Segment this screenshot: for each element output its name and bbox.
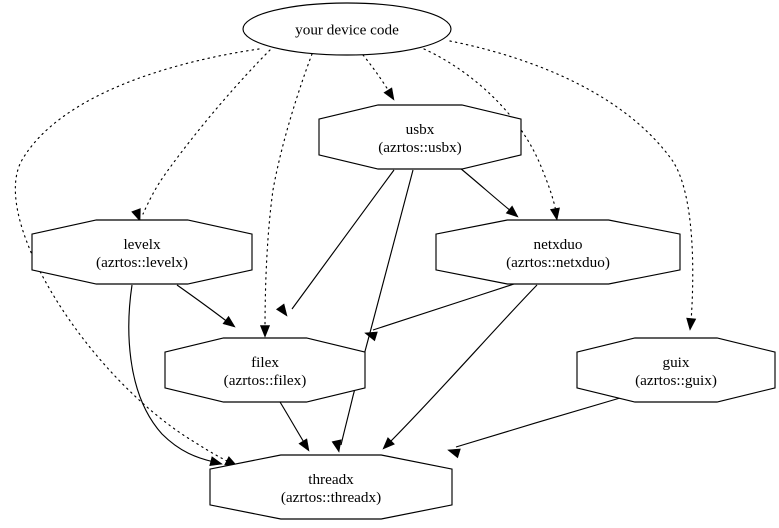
edge-levelx-threadx	[128, 284, 223, 467]
edge-levelx-filex	[176, 284, 236, 328]
arrow-head	[222, 315, 236, 328]
arrow-head	[259, 325, 271, 338]
node-label-line1: your device code	[295, 22, 399, 39]
node-filex[interactable]: filex(azrtos::filex)	[164, 337, 366, 403]
edge-netxduo-filex	[364, 283, 515, 342]
edge-filex-threadx	[279, 401, 310, 452]
node-label-line2: (azrtos::usbx)	[378, 139, 462, 156]
node-shape-octagon	[435, 219, 681, 285]
edge-path	[423, 48, 557, 213]
node-label-line1: threadx	[308, 471, 354, 488]
edge-guix-threadx	[447, 397, 621, 459]
node-shape-octagon	[31, 219, 253, 285]
node-label-line1: guix	[662, 354, 689, 371]
node-shape-octagon	[164, 337, 366, 403]
node-label-netxduo: netxduo(azrtos::netxduo)	[506, 236, 610, 271]
edge-path	[264, 53, 313, 330]
arrow-head	[382, 437, 395, 450]
edge-path	[142, 49, 271, 215]
node-label-line2: (azrtos::threadx)	[281, 489, 381, 506]
node-shape-octagon	[318, 104, 522, 170]
node-label-line1: netxduo	[534, 236, 583, 253]
edge-path	[372, 283, 515, 331]
node-label-line2: (azrtos::levelx)	[96, 254, 188, 271]
node-label-line2: (azrtos::guix)	[635, 372, 717, 389]
edge-path	[279, 401, 306, 445]
edge-path	[388, 284, 538, 444]
edge-path	[449, 40, 694, 323]
node-label-line2: (azrtos::filex)	[224, 372, 307, 389]
edge-path	[455, 397, 621, 448]
node-label-guix: guix(azrtos::guix)	[635, 354, 717, 389]
edge-device-netxduo	[423, 48, 560, 221]
edge-device-guix	[449, 40, 697, 331]
node-label-threadx: threadx(azrtos::threadx)	[281, 471, 381, 506]
node-label-line1: usbx	[406, 121, 435, 138]
edge-netxduo-threadx	[382, 284, 538, 450]
edge-path	[14, 48, 260, 464]
node-netxduo[interactable]: netxduo(azrtos::netxduo)	[435, 219, 681, 285]
node-label-line1: levelx	[123, 236, 161, 253]
nodes-layer: your device codeusbx(azrtos::usbx)levelx…	[31, 2, 776, 520]
node-guix[interactable]: guix(azrtos::guix)	[576, 337, 776, 403]
arrow-head	[447, 448, 461, 459]
node-shape-octagon	[209, 454, 453, 520]
node-label-line2: (azrtos::netxduo)	[506, 254, 610, 271]
node-label-device: your device code	[295, 22, 399, 39]
edge-path	[459, 167, 513, 213]
node-label-usbx: usbx(azrtos::usbx)	[378, 121, 462, 156]
arrow-head	[686, 317, 697, 331]
edge-device-filex	[259, 53, 313, 338]
edge-device-levelx	[131, 49, 271, 222]
edge-usbx-filex	[275, 169, 395, 317]
arrow-head	[505, 205, 519, 218]
node-shape-ellipse	[242, 2, 452, 56]
edges-layer	[14, 40, 697, 467]
arrow-head	[131, 208, 141, 222]
edge-device-usbx	[362, 54, 395, 101]
edge-path	[128, 284, 215, 463]
edge-path	[176, 284, 230, 324]
arrow-head	[383, 87, 395, 101]
edge-path	[291, 169, 395, 310]
arrow-head	[364, 331, 378, 342]
arrow-head	[331, 439, 342, 453]
arrow-head	[209, 456, 223, 467]
node-label-levelx: levelx(azrtos::levelx)	[96, 236, 188, 271]
node-levelx[interactable]: levelx(azrtos::levelx)	[31, 219, 253, 285]
edge-path	[362, 54, 391, 94]
node-shape-octagon	[576, 337, 776, 403]
edge-usbx-netxduo	[459, 167, 519, 218]
node-device[interactable]: your device code	[242, 2, 452, 56]
arrow-head	[298, 438, 310, 452]
edge-path	[340, 169, 414, 446]
arrow-head	[549, 207, 560, 221]
edge-usbx-threadx	[331, 169, 414, 453]
node-usbx[interactable]: usbx(azrtos::usbx)	[318, 104, 522, 170]
node-threadx[interactable]: threadx(azrtos::threadx)	[209, 454, 453, 520]
node-label-filex: filex(azrtos::filex)	[224, 354, 307, 389]
node-label-line1: filex	[251, 354, 279, 371]
arrow-head	[275, 303, 288, 317]
